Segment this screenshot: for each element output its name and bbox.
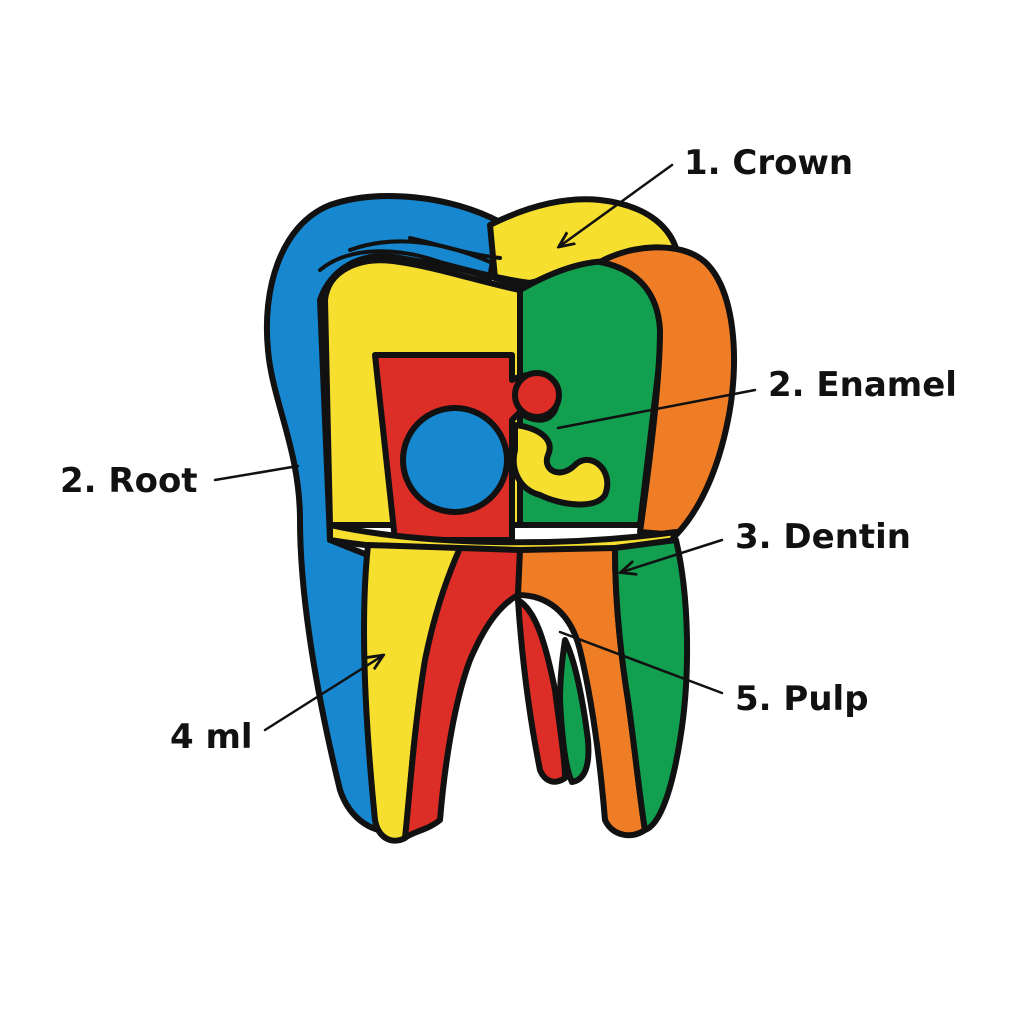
label-pulp: 5. Pulp	[735, 679, 869, 719]
blue-circle	[400, 405, 510, 515]
crown-leader	[560, 163, 674, 246]
orange-crown-region	[597, 244, 737, 538]
green-root-region	[612, 537, 691, 833]
red-root-region	[402, 545, 523, 841]
leader-lines	[213, 163, 757, 732]
label-dentin: 3. Dentin	[735, 517, 911, 557]
red-knob	[512, 370, 562, 420]
root-leader	[213, 464, 300, 482]
tooth-body	[263, 193, 737, 844]
label-root: 2. Root	[60, 461, 198, 501]
dentin-leader	[622, 538, 724, 572]
pulp-leader	[558, 630, 724, 695]
volume-leader	[263, 656, 382, 732]
green-root-tip	[557, 637, 592, 785]
label-enamel: 2. Enamel	[768, 365, 957, 405]
labels: 1. Crown 2. Enamel 2. Root 3. Dentin 5. …	[60, 143, 957, 757]
red-root-tip	[515, 597, 568, 785]
yellow-puzzle-piece	[510, 422, 611, 508]
enamel-leader	[556, 388, 757, 430]
label-volume: 4 ml	[170, 717, 253, 757]
label-crown: 1. Crown	[684, 143, 853, 183]
